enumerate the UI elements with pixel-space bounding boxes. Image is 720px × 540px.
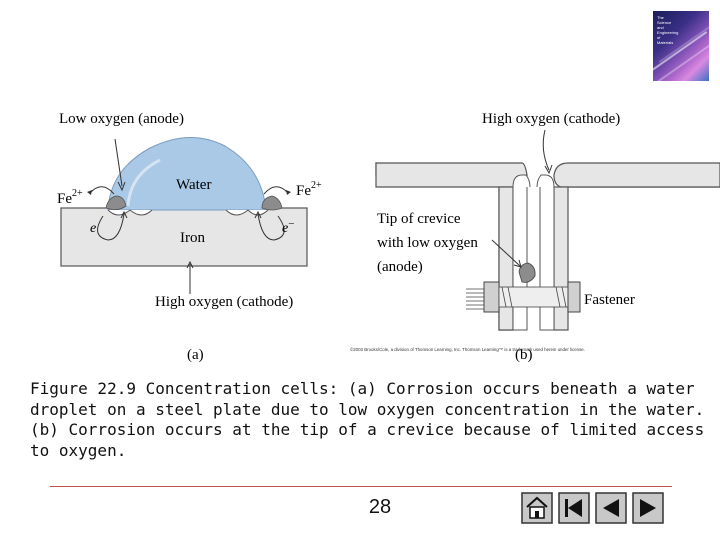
label-tip-line1: Tip of crevice: [377, 211, 461, 227]
plate-top-right: [553, 162, 720, 188]
label-tip-line2: with low oxygen: [377, 235, 478, 251]
diagram-a: Low oxygen (anode) Water Iron Fe2+ Fe2+ …: [57, 111, 322, 363]
fastener-nut: [567, 281, 581, 313]
figure-caption: Figure 22.9 Concentration cells: (a) Cor…: [30, 379, 705, 460]
leader-low-oxygen: [114, 138, 123, 187]
copyright-credit: ©2003 Brooks/Cole, a division of Thomson…: [350, 347, 585, 352]
label-fe-right: Fe2+: [296, 180, 322, 199]
label-fastener: Fastener: [584, 292, 635, 308]
home-icon: [526, 496, 548, 519]
rust-left: [105, 195, 127, 210]
previous-slide-icon: [603, 499, 619, 517]
fastener-head: [483, 281, 500, 313]
diagram-b: High oxygen (cathode) Tip of crevice wit…: [375, 111, 720, 363]
concentration-cell-diagram: Low oxygen (anode) Water Iron Fe2+ Fe2+ …: [57, 111, 720, 363]
next-slide-icon: [640, 499, 656, 517]
water-droplet: [107, 137, 267, 211]
label-tip-line3: (anode): [377, 259, 423, 275]
label-high-oxygen-b: High oxygen (cathode): [482, 111, 620, 127]
plate-top-left: [375, 162, 528, 188]
next-slide-button[interactable]: [632, 492, 664, 524]
first-slide-button[interactable]: [558, 492, 590, 524]
crevice-corrosion: [518, 262, 536, 283]
panel-label-b: (b): [515, 347, 533, 363]
pit-left: [107, 209, 153, 216]
label-electron-left: e: [90, 221, 96, 236]
leader-high-oxygen-b: [542, 129, 550, 171]
home-button[interactable]: [521, 492, 553, 524]
label-low-oxygen: Low oxygen (anode): [59, 111, 184, 127]
label-high-oxygen: High oxygen (cathode): [155, 294, 293, 310]
label-iron: Iron: [180, 230, 205, 246]
panel-label-a: (a): [187, 347, 204, 363]
page-number: 28: [368, 496, 392, 518]
label-fe-left: Fe2+: [57, 188, 83, 207]
label-water: Water: [176, 177, 211, 193]
first-slide-icon: [565, 499, 582, 517]
rust-right: [261, 195, 283, 211]
label-electron-right: e−: [282, 218, 294, 236]
previous-slide-button[interactable]: [595, 492, 627, 524]
footer-divider: [50, 486, 672, 487]
leader-tip: [491, 239, 521, 267]
